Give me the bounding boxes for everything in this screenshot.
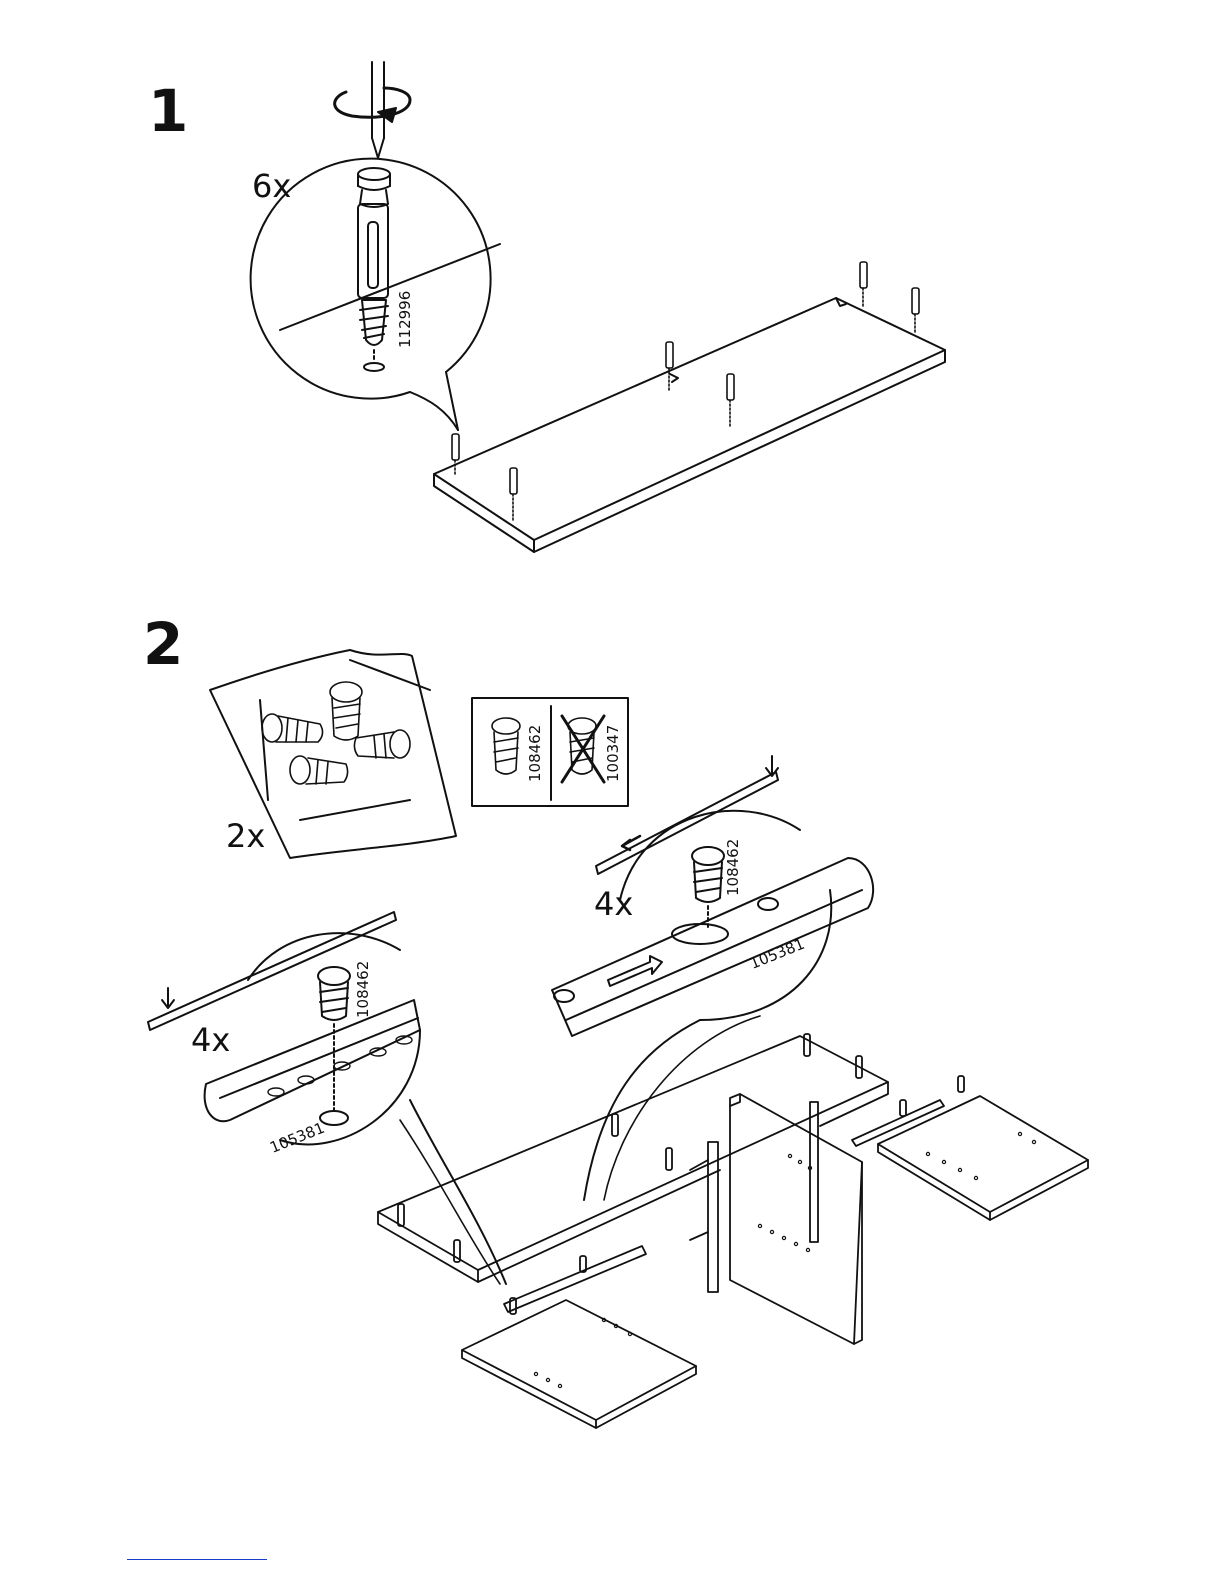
screwdriver-icon — [335, 62, 410, 158]
step2-right-detail-circle — [552, 756, 873, 1200]
left-detail-quantity: 4x — [191, 1024, 230, 1056]
left-detail-part-number: 108462 — [356, 961, 371, 1018]
step-1-screw-quantity: 6x — [252, 170, 291, 202]
step-1-number: 1 — [148, 82, 188, 140]
step1-board — [434, 262, 945, 552]
step-2-bag-quantity: 2x — [226, 820, 265, 852]
step2-assembly — [378, 1034, 1088, 1428]
cam-screw-icon — [358, 168, 390, 371]
step-2-number: 2 — [143, 615, 183, 673]
wrong-part-number: 100347 — [606, 725, 621, 782]
footer-link-underline[interactable] — [127, 1559, 267, 1560]
correct-screw-icon — [492, 718, 520, 774]
wrong-screw-icon — [562, 716, 604, 782]
correct-part-number: 108462 — [528, 725, 543, 782]
right-detail-quantity: 4x — [594, 888, 633, 920]
right-detail-part-number: 108462 — [726, 839, 741, 896]
step2-left-detail-circle — [148, 912, 506, 1284]
step-1-screw-part-number: 112996 — [398, 291, 413, 348]
